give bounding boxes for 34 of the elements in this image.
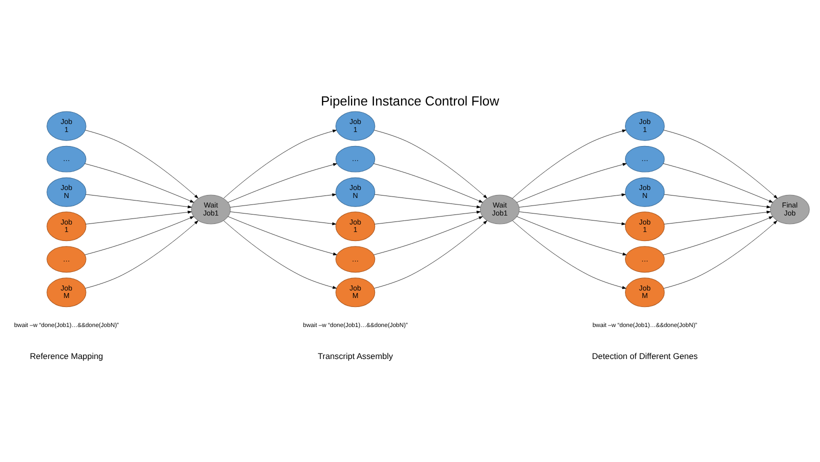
- arrow: [374, 130, 488, 198]
- arrow: [374, 194, 481, 208]
- arrow: [85, 220, 198, 289]
- arrow: [518, 212, 626, 226]
- arrow: [85, 130, 198, 198]
- arrow: [228, 216, 338, 256]
- arrow: [663, 130, 778, 199]
- arrow: [228, 163, 338, 203]
- arrow: [86, 194, 192, 208]
- arrow: [516, 216, 627, 256]
- arrow: [84, 216, 194, 256]
- arrow: [662, 216, 773, 256]
- arrow: [86, 210, 192, 224]
- arrow: [374, 210, 481, 224]
- arrow: [224, 220, 337, 289]
- arrow: [512, 130, 626, 199]
- diagram-title: Pipeline Instance Control Flow: [320, 93, 500, 108]
- label: Transcript Assembly: [318, 350, 393, 361]
- arrow: [374, 216, 483, 256]
- arrow: [230, 193, 336, 208]
- arrow: [230, 212, 336, 226]
- arrow: [664, 194, 771, 208]
- label: Reference Mapping: [30, 350, 104, 361]
- arrow: [518, 193, 626, 208]
- arrow: [662, 163, 773, 203]
- arrow: [374, 220, 488, 289]
- arrow: [516, 163, 627, 203]
- arrow: [664, 210, 771, 224]
- arrow: [512, 220, 626, 289]
- arrow: [84, 163, 194, 203]
- arrow: [663, 220, 778, 289]
- label: Detection of Different Genes: [592, 350, 698, 361]
- arrow: [374, 163, 483, 203]
- arrow: [224, 130, 337, 198]
